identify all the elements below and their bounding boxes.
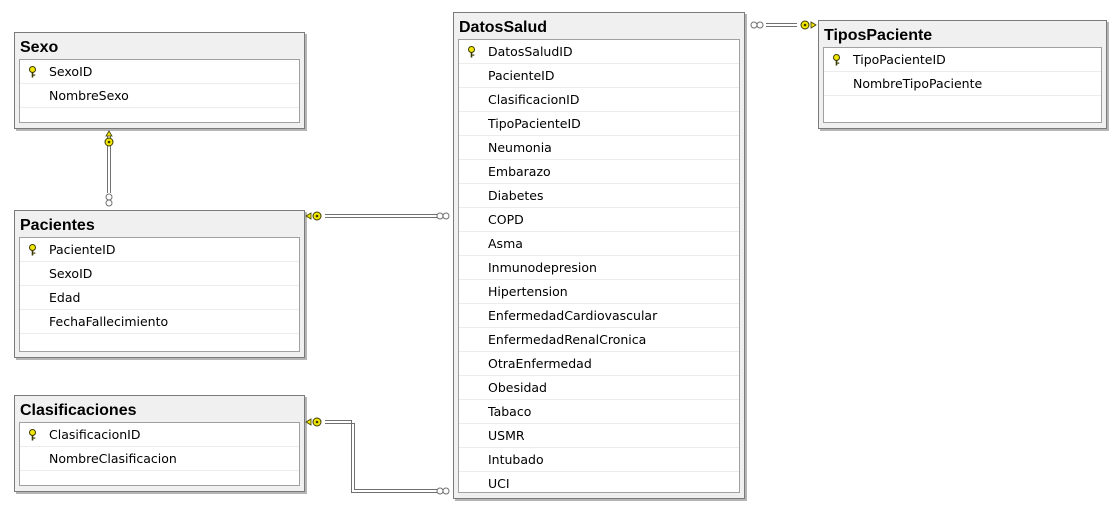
- column-row[interactable]: COPD: [459, 208, 739, 232]
- column-row[interactable]: PacienteID: [20, 238, 299, 262]
- column-name: PacienteID: [488, 68, 555, 83]
- column-row[interactable]: Hipertension: [459, 280, 739, 304]
- column-row[interactable]: OtraEnfermedad: [459, 352, 739, 376]
- column-name: Embarazo: [488, 164, 551, 179]
- column-name: FechaFallecimiento: [49, 314, 169, 329]
- column-name: TipoPacienteID: [488, 116, 581, 131]
- column-list: TipoPacienteID NombreTipoPaciente: [823, 47, 1102, 123]
- table-title[interactable]: TiposPaciente: [824, 27, 933, 44]
- relationship-line[interactable]: [766, 23, 797, 27]
- column-list: ClasificacionID NombreClasificacion: [19, 422, 300, 486]
- column-name: ClasificacionID: [49, 427, 141, 442]
- column-name: DatosSaludID: [488, 44, 573, 59]
- column-row[interactable]: EnfermedadRenalCronica: [459, 328, 739, 352]
- column-list: PacienteID SexoID Edad FechaFallecimient…: [19, 237, 300, 352]
- column-row[interactable]: UCI: [459, 472, 739, 496]
- column-row[interactable]: NombreSexo: [20, 84, 299, 108]
- relationship-line[interactable]: [325, 214, 437, 218]
- key-icon: [468, 46, 475, 58]
- column-name: Inmunodepresion: [488, 260, 597, 275]
- many-end-infinity-icon: [436, 212, 450, 220]
- column-row[interactable]: SexoID: [20, 262, 299, 286]
- one-end-key-icon: [104, 130, 114, 147]
- many-end-infinity-icon: [105, 193, 113, 207]
- column-name: Diabetes: [488, 188, 544, 203]
- column-name: Tabaco: [488, 404, 532, 419]
- column-name: NombreTipoPaciente: [853, 76, 983, 91]
- column-row[interactable]: ClasificacionID: [459, 88, 739, 112]
- column-row[interactable]: Asma: [459, 232, 739, 256]
- key-icon: [29, 66, 36, 78]
- column-name: Obesidad: [488, 380, 547, 395]
- column-name: Asma: [488, 236, 523, 251]
- table-title[interactable]: Clasificaciones: [20, 402, 137, 419]
- column-name: EnfermedadCardiovascular: [488, 308, 658, 323]
- column-row[interactable]: Diabetes: [459, 184, 739, 208]
- table-title[interactable]: Sexo: [20, 39, 59, 56]
- column-row[interactable]: Embarazo: [459, 160, 739, 184]
- column-name: Intubado: [488, 452, 544, 467]
- column-name: COPD: [488, 212, 524, 227]
- column-row[interactable]: SexoID: [20, 60, 299, 84]
- column-name: TipoPacienteID: [853, 52, 946, 67]
- table-clasificaciones[interactable]: Clasificaciones ClasificacionID NombreCl…: [14, 395, 305, 492]
- column-name: EnfermedadRenalCronica: [488, 332, 647, 347]
- column-row[interactable]: USMR: [459, 424, 739, 448]
- table-title[interactable]: DatosSalud: [459, 19, 548, 36]
- column-row[interactable]: ClasificacionID: [20, 423, 299, 447]
- column-row[interactable]: FechaFallecimiento: [20, 310, 299, 334]
- column-row[interactable]: TipoPacienteID: [824, 48, 1101, 72]
- key-icon: [29, 429, 36, 441]
- column-name: NombreSexo: [49, 88, 129, 103]
- column-list: DatosSaludID PacienteID ClasificacionID …: [458, 39, 740, 496]
- one-end-key-icon: [305, 211, 322, 221]
- column-name: Edad: [49, 290, 81, 305]
- column-row[interactable]: PacienteID: [459, 64, 739, 88]
- table-pacientes[interactable]: Pacientes PacienteID SexoID Edad FechaFa…: [14, 210, 305, 358]
- column-name: ClasificacionID: [488, 92, 580, 107]
- column-name: UCI: [488, 476, 510, 491]
- column-name: PacienteID: [49, 242, 116, 257]
- column-row[interactable]: Neumonia: [459, 136, 739, 160]
- column-row[interactable]: Obesidad: [459, 376, 739, 400]
- one-end-key-icon: [800, 20, 817, 30]
- column-name: SexoID: [49, 266, 93, 281]
- column-row[interactable]: Edad: [20, 286, 299, 310]
- table-datossalud[interactable]: DatosSalud DatosSaludID PacienteID Clasi…: [453, 12, 745, 499]
- many-end-infinity-icon: [436, 487, 450, 495]
- key-icon: [833, 54, 840, 66]
- column-name: OtraEnfermedad: [488, 356, 592, 371]
- relationship-line[interactable]: [325, 420, 437, 493]
- column-row[interactable]: DatosSaludID: [459, 40, 739, 64]
- column-name: SexoID: [49, 64, 93, 79]
- column-row[interactable]: NombreClasificacion: [20, 447, 299, 471]
- column-name: Hipertension: [488, 284, 568, 299]
- table-tipospaciente[interactable]: TiposPaciente TipoPacienteID NombreTipoP…: [818, 20, 1107, 129]
- one-end-key-icon: [305, 417, 322, 427]
- column-row[interactable]: Tabaco: [459, 400, 739, 424]
- many-end-infinity-icon: [750, 21, 764, 29]
- column-row[interactable]: Inmunodepresion: [459, 256, 739, 280]
- column-name: NombreClasificacion: [49, 451, 177, 466]
- column-row[interactable]: NombreTipoPaciente: [824, 72, 1101, 96]
- column-row[interactable]: EnfermedadCardiovascular: [459, 304, 739, 328]
- column-row[interactable]: Intubado: [459, 448, 739, 472]
- table-title[interactable]: Pacientes: [20, 217, 95, 234]
- table-sexo[interactable]: Sexo SexoID NombreSexo: [14, 32, 305, 129]
- key-icon: [29, 244, 36, 256]
- column-name: USMR: [488, 428, 525, 443]
- column-row[interactable]: TipoPacienteID: [459, 112, 739, 136]
- column-list: SexoID NombreSexo: [19, 59, 300, 123]
- column-name: Neumonia: [488, 140, 552, 155]
